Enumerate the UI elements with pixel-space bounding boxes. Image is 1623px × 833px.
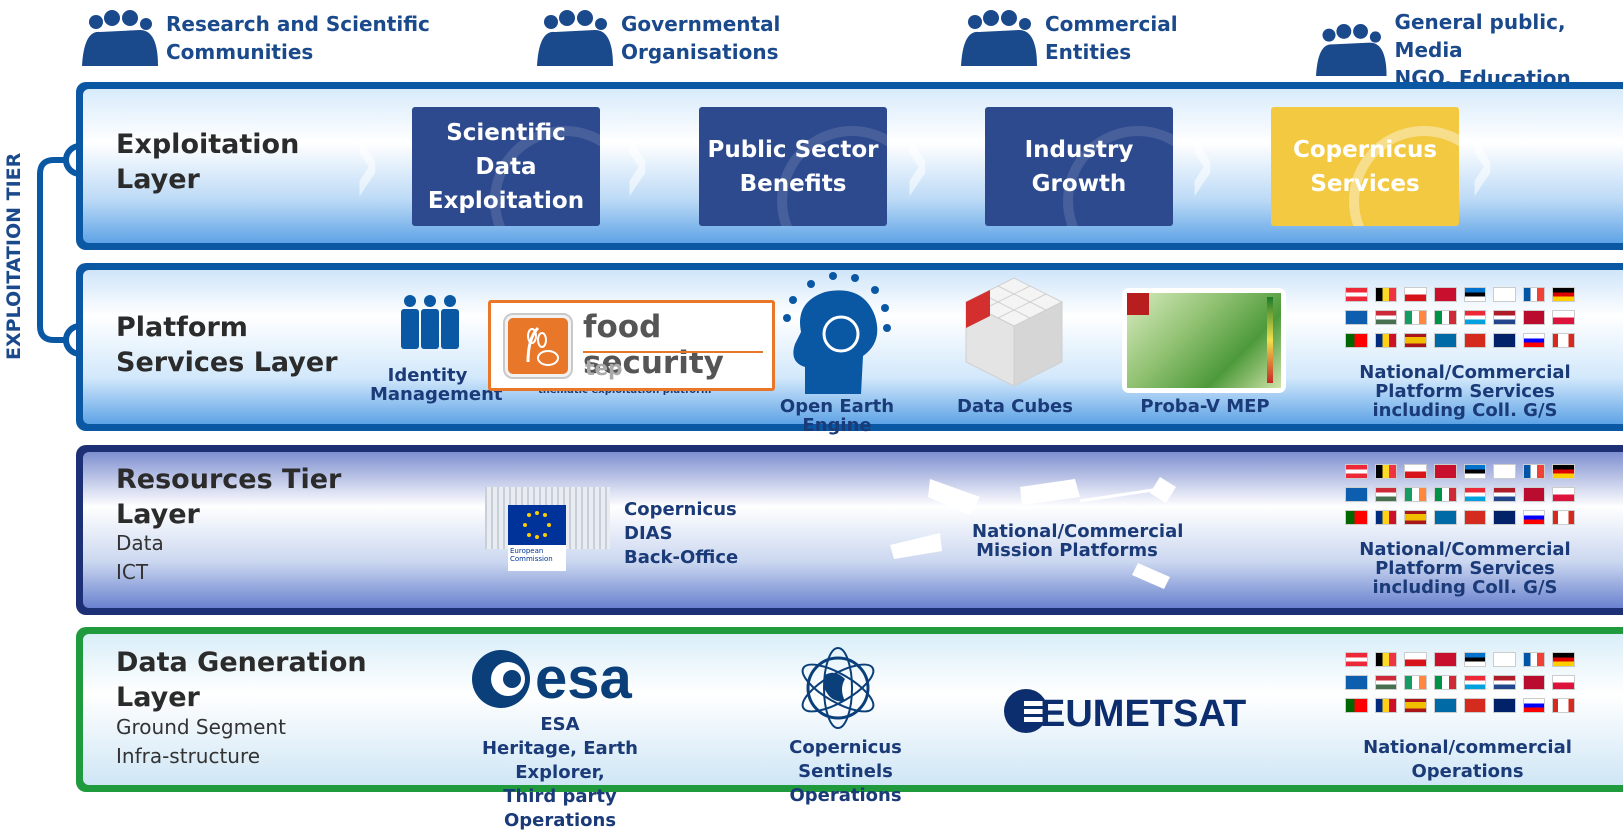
layer-title: Exploitation Layer (116, 129, 300, 195)
user-group-label: General public, Media NGO, Education (1394, 10, 1571, 90)
copernicus-globe-icon (801, 647, 875, 729)
proba-v-map (1122, 288, 1286, 393)
user-group-research: Research and Scientific Communities (82, 8, 430, 68)
user-group-label: Governmental Organisations (621, 12, 781, 64)
ec-logo-text: European Commission (510, 547, 553, 563)
user-group-commercial: Commercial Entities (961, 8, 1178, 68)
layer-subtitle: Ground Segment Infra-structure (116, 715, 286, 768)
esa-logo-text: esa (535, 646, 632, 711)
dias-caption: Copernicus DIAS Back-Office (624, 499, 739, 568)
eumetsat-logo-icon (1004, 689, 1046, 733)
esa-swirl-icon (472, 650, 530, 708)
open-earth-caption: Open Earth Engine (779, 396, 895, 436)
identity-caption: Identity Management (370, 365, 503, 405)
people-group-icon (82, 10, 158, 66)
satellites-icon (890, 477, 1176, 589)
chevron-icon: › (1468, 84, 1496, 236)
national-platform-caption: National/Commercial Platform Services in… (1359, 539, 1571, 598)
layer-title: Resources Tier Layer (116, 464, 342, 530)
probav-caption: Proba-V MEP (1140, 396, 1270, 417)
people-group-icon (961, 10, 1037, 66)
data-cube-icon (964, 277, 1064, 387)
chevron-icon: › (623, 84, 651, 236)
layer-subtitle: Data ICT (116, 531, 164, 584)
layer-title: Platform Services Layer (116, 312, 338, 378)
box-copernicus-services: Copernicus Services (1271, 107, 1459, 226)
eumetsat-logo-text: EUMETSAT (1040, 693, 1247, 735)
people-group-icon (537, 10, 613, 66)
ec-logo: European Commission (508, 505, 566, 571)
user-group-governmental: Governmental Organisations (537, 8, 780, 68)
national-operations-caption: National/commercial Operations (1363, 737, 1572, 782)
box-public-sector: Public Sector Benefits (699, 107, 887, 226)
wheat-fish-icon (503, 313, 573, 379)
chevron-icon: › (903, 84, 931, 236)
tier-label: EXPLOITATION TIER (3, 152, 25, 360)
user-group-label: Commercial Entities (1045, 12, 1178, 64)
chevron-icon: › (1188, 84, 1216, 236)
food-security-tep: tep (585, 356, 623, 380)
open-earth-head-icon (783, 272, 891, 394)
data-cubes-caption: Data Cubes (957, 396, 1073, 417)
eu-flags-grid (1345, 652, 1575, 721)
user-group-label: Research and Scientific Communities (166, 12, 430, 64)
sentinels-caption: Copernicus Sentinels Operations (789, 737, 902, 806)
mission-platforms-caption: National/Commercial Mission Platforms (972, 521, 1184, 561)
eu-flags-grid (1345, 464, 1575, 533)
esa-caption: ESA Heritage, Earth Explorer, Third part… (481, 714, 638, 831)
identity-people-icon (401, 295, 459, 349)
box-scientific-data: Scientific Data Exploitation (412, 107, 600, 226)
people-group-icon (1316, 24, 1387, 76)
national-platform-caption: National/Commercial Platform Services in… (1359, 362, 1571, 421)
user-group-public: General public, Media NGO, Education (1316, 8, 1623, 92)
food-security-tep-logo: food security tep (488, 300, 775, 391)
box-industry-growth: Industry Growth (985, 107, 1173, 226)
chevron-icon: › (353, 84, 381, 236)
eu-stars-icon (523, 511, 551, 539)
eu-flags-grid (1345, 287, 1575, 356)
layer-title: Data Generation Layer (116, 647, 367, 713)
